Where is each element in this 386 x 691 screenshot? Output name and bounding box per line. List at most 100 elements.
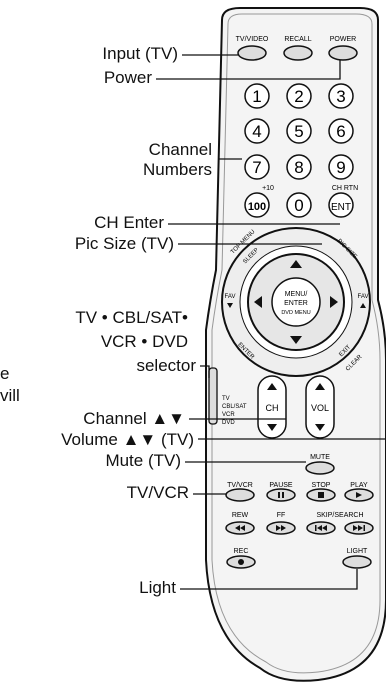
rec-label: REC xyxy=(234,548,249,555)
nav-left-arrow xyxy=(254,296,262,308)
leader-power xyxy=(156,60,341,80)
leader-light xyxy=(180,569,358,590)
fav-up-icon xyxy=(360,303,366,308)
digit-7-label: 7 xyxy=(252,158,261,177)
digit-6-label: 6 xyxy=(336,122,345,141)
tvvcr-label: TV/VCR xyxy=(227,482,253,489)
skip-fwd-icon xyxy=(363,525,365,531)
play-label: PLAY xyxy=(350,482,368,489)
mode-tv: TV xyxy=(222,396,230,402)
mode-dvd: DVD xyxy=(222,420,235,426)
ch-rtn-label: CH RTN xyxy=(332,185,358,192)
power-label: POWER xyxy=(330,36,356,43)
callout-light: Light xyxy=(139,578,176,597)
callout-tvvcr: TV/VCR xyxy=(126,483,189,502)
callout-power: Power xyxy=(103,68,152,87)
callout-channel-numbers-1: Channel xyxy=(148,140,212,159)
skip-back-icon xyxy=(315,525,317,531)
callout-cut-text-2: vill xyxy=(0,386,20,405)
pause-label: PAUSE xyxy=(269,482,293,489)
rew-label: REW xyxy=(232,512,249,519)
stop-icon xyxy=(318,492,324,498)
digit-5-button xyxy=(286,118,312,144)
skip-search-label: SKIP/SEARCH xyxy=(316,512,363,519)
ff-icon-2 xyxy=(281,525,286,531)
center-menu-enter-button xyxy=(271,277,321,327)
rec-icon xyxy=(238,559,244,565)
navigation-ring[interactable]: MENU/ ENTER DVD MENU TOP MENU SLEEP PIC … xyxy=(221,227,371,377)
number-pad[interactable]: 1 2 3 4 5 6 7 8 9 100 0 ENT +10 CH RTN xyxy=(244,83,358,218)
fav-down-icon xyxy=(227,303,233,308)
mode-vcr: VCR xyxy=(222,412,235,418)
callout-selector-3: selector xyxy=(136,356,196,375)
ch-rocker xyxy=(257,375,287,439)
skip-back-icon-tri xyxy=(317,525,322,531)
mute-group[interactable]: MUTE xyxy=(305,454,335,475)
callout-channel-updown: Channel ▲▼ xyxy=(83,409,185,428)
nav-right-arrow xyxy=(330,296,338,308)
digit-6-button xyxy=(328,118,354,144)
tv-video-button xyxy=(237,45,267,61)
digit-1-button xyxy=(244,83,270,109)
center-label-3: DVD MENU xyxy=(281,310,310,316)
remote-inner-edge xyxy=(211,13,381,674)
pause-icon xyxy=(278,492,280,498)
callout-channel-numbers-2: Numbers xyxy=(143,160,212,179)
digit-8-label: 8 xyxy=(294,158,303,177)
plus10-label: +10 xyxy=(262,185,274,192)
digit-0-button xyxy=(286,192,312,218)
digit-3-button xyxy=(328,83,354,109)
transport-row-2[interactable]: REW FF SKIP/SEARCH xyxy=(225,512,374,535)
rew-icon-2 xyxy=(240,525,245,531)
digit-5-label: 5 xyxy=(294,122,303,141)
mute-label: MUTE xyxy=(310,454,330,461)
callout-cut-text-1: e xyxy=(0,364,10,383)
center-label-1: MENU/ xyxy=(285,291,308,298)
ch-label: CH xyxy=(266,403,279,413)
fav-left-label: FAV xyxy=(225,294,236,300)
stop-label: STOP xyxy=(312,482,331,489)
skip-fwd-icon-tri xyxy=(353,525,358,531)
nav-down-arrow xyxy=(290,336,302,344)
selector-slot xyxy=(208,367,218,425)
pause-icon-bar2 xyxy=(282,492,284,498)
callout-mute: Mute (TV) xyxy=(105,451,181,470)
recall-button xyxy=(283,45,313,61)
digit-9-button xyxy=(328,154,354,180)
digit-0-label: 0 xyxy=(294,196,303,215)
transport-row-1[interactable]: TV/VCR PAUSE STOP PLAY xyxy=(225,482,374,502)
top-buttons[interactable]: TV/VIDEO RECALL POWER xyxy=(236,36,358,61)
tvvcr-button xyxy=(225,488,255,502)
callout-pic-size: Pic Size (TV) xyxy=(74,234,174,253)
digit-ent-label: ENT xyxy=(331,202,351,213)
ff-icon xyxy=(276,525,281,531)
center-label-2: ENTER xyxy=(284,300,308,307)
rew-icon xyxy=(235,525,240,531)
mode-selector[interactable]: TV CBL/SAT VCR DVD xyxy=(208,367,247,426)
digit-ent-button xyxy=(328,192,354,218)
digit-100-label: 100 xyxy=(248,201,266,213)
rockers[interactable]: CH VOL xyxy=(257,375,335,439)
fav-right-label: FAV xyxy=(358,294,369,300)
digit-2-button xyxy=(286,83,312,109)
digit-7-button xyxy=(244,154,270,180)
power-button xyxy=(328,45,358,61)
callout-selector-1: TV • CBL/SAT• xyxy=(75,308,188,327)
callout-ch-enter: CH Enter xyxy=(94,213,164,232)
digit-4-label: 4 xyxy=(252,122,261,141)
mute-button xyxy=(305,461,335,475)
pause-button xyxy=(266,488,296,502)
skip-fwd-icon-tri2 xyxy=(358,525,363,531)
digit-3-label: 3 xyxy=(336,87,345,106)
recall-label: RECALL xyxy=(284,36,311,43)
vol-label: VOL xyxy=(311,403,329,413)
rec-light[interactable]: REC LIGHT xyxy=(226,548,372,569)
tv-video-label: TV/VIDEO xyxy=(236,36,269,43)
digit-1-label: 1 xyxy=(252,87,261,106)
mode-cbl-sat: CBL/SAT xyxy=(222,404,247,410)
digit-8-button xyxy=(286,154,312,180)
nav-up-arrow xyxy=(290,260,302,268)
callout-selector-2: VCR • DVD xyxy=(100,332,188,351)
